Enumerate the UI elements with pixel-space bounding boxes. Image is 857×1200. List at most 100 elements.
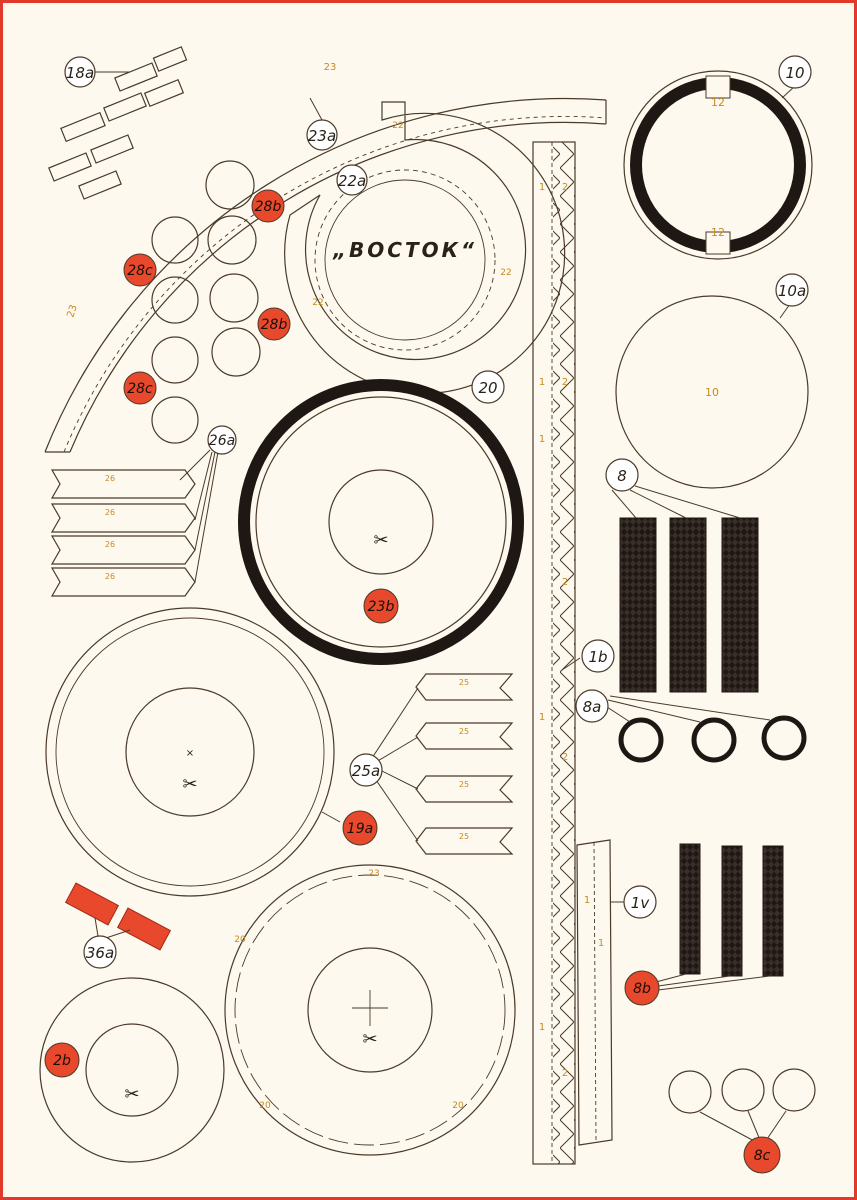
svg-text:1: 1 [539, 182, 545, 193]
part-22-number-b: 22 [312, 298, 323, 308]
part-8-cylinders [619, 517, 759, 693]
scissors-mark-icon: ✂ [373, 530, 388, 551]
part-1v-strip [576, 839, 613, 1146]
svg-text:1: 1 [539, 377, 545, 388]
leaders-8 [611, 485, 741, 519]
part-26-chevron-strips [50, 469, 196, 597]
label-1v-circle [623, 885, 657, 919]
label-36a: 36a [86, 944, 114, 962]
label-28b-2-circle [257, 307, 291, 341]
label-1v: 1v [631, 894, 651, 912]
part-36-red-tabs [64, 882, 172, 951]
part-1-numbers: 1 2 1 2 1 2 1 2 1 2 [539, 182, 568, 1079]
label-20: 20 [478, 379, 497, 397]
label-8c-circle [743, 1136, 781, 1174]
label-23a-circle [306, 119, 338, 151]
leaders-8c [699, 1110, 787, 1143]
label-20-circle [471, 370, 505, 404]
leaders-36a [94, 917, 131, 939]
svg-text:2: 2 [562, 577, 568, 588]
part-20-disc [224, 864, 516, 1156]
leaders-8a [603, 695, 771, 723]
part-26-number-4: 26 [105, 572, 115, 581]
label-23a: 23a [308, 127, 336, 145]
part-25-number-1: 25 [459, 678, 469, 687]
label-19a-circle [342, 810, 378, 846]
scissors-mark-icon: ✂ [362, 1029, 377, 1050]
label-10a: 10a [778, 282, 806, 300]
label-28c-2-circle [123, 371, 157, 405]
label-10a-circle [775, 273, 809, 307]
part-26-number-1: 26 [105, 474, 115, 483]
part-18a-gear-strips [48, 46, 188, 200]
part-2-disc [39, 977, 225, 1163]
label-2b: 2b [53, 1053, 71, 1069]
leader-10a [779, 303, 791, 319]
label-1b-circle [581, 639, 615, 673]
part-20-number-d: 20 [452, 1101, 464, 1111]
part-10-ring [623, 70, 813, 260]
part-26-number-2: 26 [105, 508, 115, 517]
leaders-8b [655, 973, 771, 991]
part-22-number-a: 22 [392, 121, 403, 131]
part-10a-number: 10 [705, 386, 719, 399]
label-25a-circle [349, 753, 383, 787]
label-22a-circle [336, 164, 368, 196]
label-8-circle [605, 458, 639, 492]
scissors-mark-icon: ✂ [182, 774, 197, 795]
label-8a: 8a [583, 698, 602, 716]
label-26a-circle [207, 425, 237, 455]
part-25-number-2: 25 [459, 727, 469, 736]
scissors-mark-icon: ✂ [124, 1084, 139, 1105]
label-23b-circle [363, 588, 399, 624]
part-20-number-c: 20 [259, 1101, 271, 1111]
part-1v-number-b: 1 [598, 938, 604, 949]
part-25-number-4: 25 [459, 832, 469, 841]
label-1b: 1b [588, 648, 607, 666]
leaders-25a [371, 687, 419, 842]
label-19a: 19a [347, 821, 373, 837]
label-8b: 8b [633, 981, 651, 997]
part-8b-rods [679, 843, 784, 977]
part-25-arrow-strips [415, 673, 514, 855]
leader-1b [561, 657, 581, 671]
label-26a: 26a [209, 433, 235, 449]
svg-text:2: 2 [562, 182, 568, 193]
svg-text:2: 2 [562, 377, 568, 388]
svg-text:2: 2 [562, 1068, 568, 1079]
label-36a-circle [83, 935, 117, 969]
part-20-ring [238, 379, 524, 665]
label-8c: 8c [754, 1148, 771, 1164]
svg-text:1: 1 [539, 1022, 545, 1033]
leaders-26a [179, 449, 219, 583]
part-1-toothed-strip [532, 141, 576, 1165]
label-28c-1: 28c [127, 263, 153, 279]
part-26-number-3: 26 [105, 540, 115, 549]
label-10: 10 [785, 64, 804, 82]
label-28b-1-circle [251, 189, 285, 223]
vostok-title: „ВОСТОК“ [332, 238, 477, 262]
part-1v-number-a: 1 [584, 895, 590, 906]
part-20-number-a: 23 [368, 869, 379, 879]
svg-text:2: 2 [562, 752, 568, 763]
part-10a-disc [615, 295, 809, 489]
label-23b: 23b [368, 599, 395, 615]
label-28c-1-circle [123, 253, 157, 287]
label-28c-2: 28c [127, 381, 153, 397]
part-22-number-c: 22 [500, 268, 511, 278]
label-22a: 22a [338, 172, 366, 190]
svg-text:1: 1 [539, 434, 545, 445]
part-8c-discs [668, 1068, 816, 1114]
part-10-number-bottom: 12 [711, 226, 725, 239]
leader-23a [309, 97, 323, 121]
label-28b-1: 28b [255, 199, 282, 215]
label-8: 8 [617, 467, 627, 485]
label-18a: 18a [66, 64, 94, 82]
cross-mark-icon: × [186, 748, 194, 759]
part-23-number-left: 23 [65, 303, 79, 319]
label-18a-circle [64, 56, 96, 88]
leader-19a [321, 811, 341, 823]
label-8b-circle [624, 970, 660, 1006]
